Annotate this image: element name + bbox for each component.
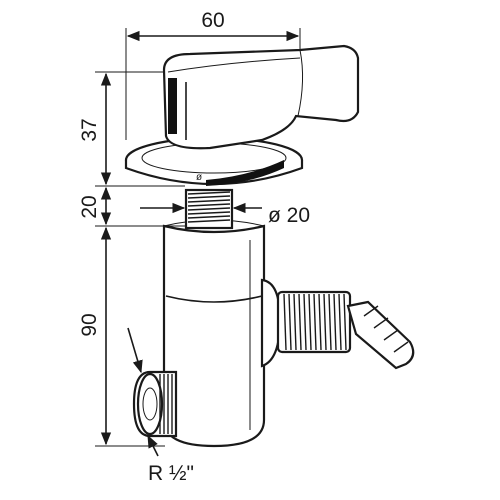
outlet-thread-line: [333, 293, 337, 351]
neck-thread-line: [187, 191, 231, 195]
handle-rosette: ø: [124, 136, 304, 186]
outlet-thread-line: [303, 293, 307, 351]
outlet-thread-line: [313, 293, 317, 351]
handle-symbol: ø: [196, 172, 202, 183]
nozzle-barb-line: [393, 341, 409, 353]
inlet-threads: [159, 374, 173, 434]
nozzle-barb-line: [363, 305, 379, 317]
lever-shadow-bar: [168, 78, 177, 134]
neck-thread-line: [187, 219, 231, 223]
neck-thread-line: [187, 207, 231, 211]
dimension-vertical-group: 37 20 90: [78, 71, 185, 447]
rosette-shadow-mark: [206, 160, 284, 186]
lever-crease: [297, 49, 304, 117]
outlet-thread-line: [318, 293, 322, 351]
outlet-thread-line: [308, 293, 312, 351]
outlet-nozzle: [346, 300, 415, 370]
lever-body: [162, 44, 360, 150]
hose-outlet: [260, 278, 415, 370]
inlet-face: [136, 372, 164, 436]
outlet-thread-line: [343, 293, 347, 351]
outlet-thread-line: [293, 293, 297, 351]
outlet-threads: [283, 293, 347, 351]
nozzle-barb-line: [383, 329, 399, 341]
outlet-thread-line: [298, 293, 302, 351]
dimension-label-neck: 20: [78, 195, 101, 218]
inlet-fitting: R ½": [127, 327, 194, 485]
neck-thread-line: [187, 199, 231, 203]
valve-body: [162, 219, 266, 448]
neck-threads: [187, 191, 231, 223]
outlet-thread-line: [323, 293, 327, 351]
dimension-label-thread: R ½": [148, 462, 194, 485]
nozzle-barb-line: [373, 317, 389, 329]
neck-thread-line: [187, 195, 231, 199]
body-band-line: [165, 295, 263, 303]
lever-handle[interactable]: [162, 44, 360, 150]
outlet-thread-line: [288, 293, 292, 351]
nozzle-barbs: [363, 305, 409, 353]
dimension-label-diameter: ø 20: [268, 204, 310, 227]
inlet-bore: [142, 387, 158, 421]
neck-thread-line: [187, 215, 231, 219]
neck-thread-line: [187, 211, 231, 215]
dimension-width-top: 60: [125, 9, 301, 140]
lever-top-edge: [167, 57, 301, 73]
dimension-label-width: 60: [201, 9, 224, 32]
dimension-label-body: 90: [78, 313, 101, 336]
body-cylinder: [162, 224, 266, 448]
inlet-leader-bottom: [147, 434, 159, 457]
inlet-leader-top: [127, 327, 143, 374]
neck-thread-line: [187, 203, 231, 207]
dimension-label-handle: 37: [78, 118, 101, 141]
outlet-thread-line: [338, 293, 342, 351]
outlet-thread-line: [283, 293, 287, 351]
threaded-neck: ø 20: [140, 188, 310, 230]
outlet-thread-line: [328, 293, 332, 351]
